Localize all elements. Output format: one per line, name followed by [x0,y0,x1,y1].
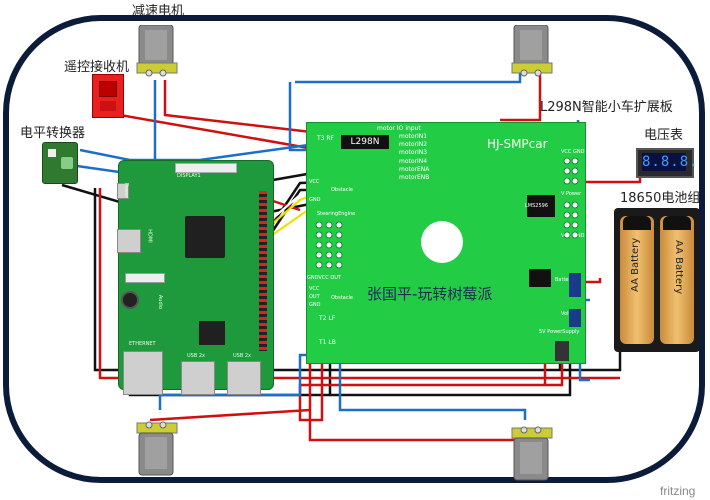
battery-cell-1-label: AA Battery [630,237,641,292]
pin-motorin3: motorIN3 [399,149,428,157]
voltage-terminal [569,309,581,327]
motor-bottom-right [511,426,553,481]
battery-pack-label: 18650电池组 [620,191,701,206]
board-author: 张国平-玩转树莓派 [367,285,493,303]
level-shifter-label: 电平转换器 [20,126,86,141]
gndvccout-label: GNDVCC OUT [307,275,342,281]
soc-chip [185,216,225,258]
camera-connector [125,273,165,283]
usb-port-2 [227,361,261,395]
steering-label: SteeringEngine [317,211,356,217]
right-pin-headers [563,157,579,239]
fritzing-footer: fritzing [660,484,696,498]
battery-terminal [569,273,581,297]
sensor-gnd: GND [309,302,321,308]
battery-label: Battery [555,277,574,283]
audio-jack [121,291,139,309]
usb-controller-chip [199,321,225,345]
t2-label: T2 LF [319,315,336,322]
ethernet-label: ETHERNET [129,341,156,347]
motor-top-left [136,25,178,77]
usb-port-1 [181,361,215,395]
receiver-label: 遥控接收机 [64,60,130,75]
pin-motorena: motorENA [399,165,430,173]
chassis-outline [3,15,705,483]
voltmeter-label: 电压表 [644,128,684,143]
battery-cell-2: AA Battery [660,216,694,344]
usb-label-1: USB 2x [187,353,205,359]
powersupply-label: 5V PowerSupply [539,329,580,335]
voltmeter-display: 8.8.8. [642,153,699,171]
t1-label: T1 LB [319,339,336,346]
powersupply-terminal [555,341,569,361]
board-name-label: L298N智能小车扩展板 [540,100,673,115]
raspberry-pi-board: DISPLAY1 HDMI Power Audio ETHERNET USB 2… [117,160,274,395]
l298n-chip: L298N [341,135,389,149]
sensor-vcc: VCC [309,286,320,292]
v-power-label: V Power [561,191,582,197]
motor-top-right [511,25,553,77]
display-label: DISPLAY1 [177,173,201,179]
gpio-header [259,191,267,351]
motor-bottom-left [136,421,178,476]
pin-header-grid [315,221,343,269]
t3-label: T3 RF [317,135,335,142]
expansion-board: T3 RF L298N motor IO input motorIN1 moto… [306,122,586,364]
level-shifter-module [42,142,78,184]
battery-pack: AA Battery AA Battery [614,208,700,352]
obstacle-label-2: Obstacle [331,295,353,301]
pin-motorin2: motorIN2 [399,141,428,149]
motor-io-label: motor IO input [377,125,421,132]
vcc-gnd-label: VCC GND [561,149,585,155]
regulator-chip-2 [529,269,551,287]
obstacle-label: Obstacle [331,187,353,193]
battery-cell-2-label: AA Battery [673,240,684,295]
hdmi-port [117,229,141,253]
usb-label-2: USB 2x [233,353,251,359]
motor-pin-list: motorIN1 motorIN2 motorIN3 motorIN4 moto… [399,133,429,182]
rf-receiver-module [92,74,124,118]
sensor-pin-list: VCC OUT GND [309,285,320,309]
sensor-out: OUT [309,294,320,300]
gnd-label: GND [309,197,321,203]
battery-cell-1: AA Battery [620,216,654,344]
hdmi-label: HDMI [146,229,153,243]
display-connector [175,163,237,173]
pin-motorin4: motorIN4 [399,157,428,165]
lms2596-chip [527,195,555,217]
voltmeter: 8.8.8. [636,148,699,178]
board-model: HJ-SMPcar [487,137,548,151]
motor-label: 减速电机 [132,4,185,19]
mounting-hole [421,221,463,263]
ethernet-port [123,351,163,395]
power-port [117,183,129,199]
regulator-label: LMS2596 [525,203,548,209]
pin-motorenb: motorENB [399,174,430,182]
pin-motorin1: motorIN1 [399,133,428,140]
vcc-label: VCC [309,179,320,185]
power-label: Power [123,183,129,199]
audio-label: Audio [157,294,164,310]
